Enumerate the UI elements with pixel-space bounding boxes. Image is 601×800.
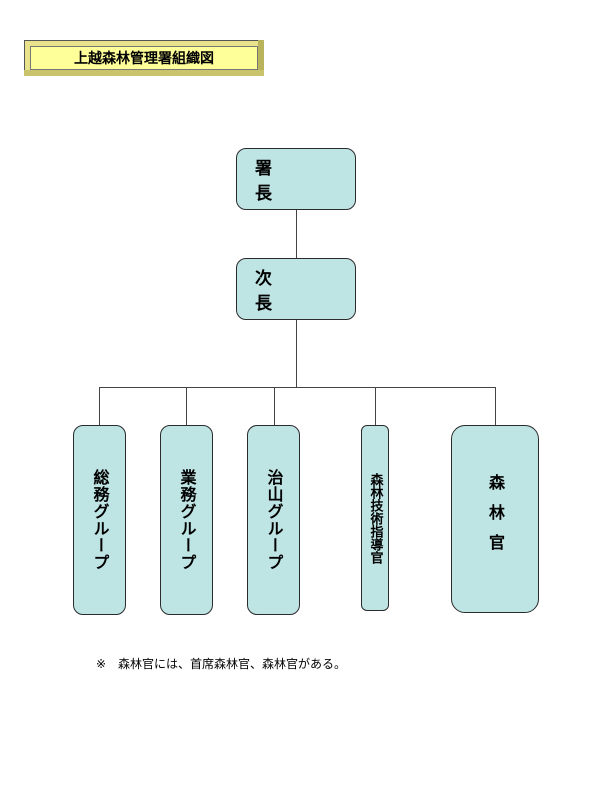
connector-bus bbox=[99, 387, 496, 388]
node-forest-tech: 森林技術指導官 bbox=[361, 425, 389, 611]
node-general-affairs: 総務グループ bbox=[73, 425, 126, 615]
node-forest-officer: 森林官 bbox=[451, 425, 539, 613]
footnote: ※ 森林官には、首席森林官、森林官がある。 bbox=[96, 657, 347, 671]
connector-chief-deputy bbox=[296, 210, 297, 258]
node-deputy: 次 長 bbox=[236, 258, 356, 320]
connector-forest-tech bbox=[375, 387, 376, 425]
connector-operations bbox=[186, 387, 187, 425]
diagram-title-text: 上越森林管理署組織図 bbox=[30, 46, 258, 70]
connector-forest-officer bbox=[495, 387, 496, 425]
connector-erosion bbox=[274, 387, 275, 425]
connector-deputy-bus bbox=[296, 320, 297, 387]
node-chief: 署 長 bbox=[236, 148, 356, 210]
connector-general bbox=[99, 387, 100, 425]
node-erosion-control: 治山グループ bbox=[247, 425, 300, 615]
diagram-title: 上越森林管理署組織図 bbox=[24, 40, 264, 76]
node-operations: 業務グループ bbox=[160, 425, 213, 615]
